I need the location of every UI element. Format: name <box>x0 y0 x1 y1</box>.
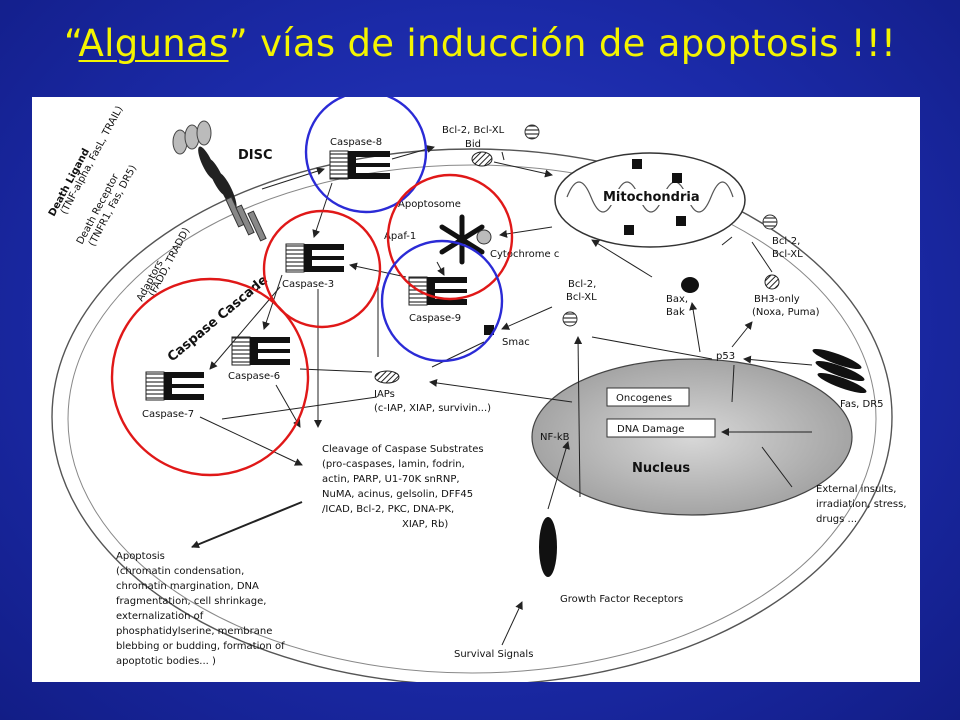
nfkb-label: NF-kB <box>540 432 570 443</box>
survival-signals-label: Survival Signals <box>454 649 533 660</box>
title-rest: vías de inducción de apoptosis !!! <box>248 22 897 65</box>
dna-damage-box <box>606 418 716 438</box>
caspase-6-label: Caspase-6 <box>228 371 280 382</box>
mito-dot-3 <box>624 225 634 235</box>
apoptosis-line-7: blebbing or budding, formation of <box>116 641 285 652</box>
bid-dot <box>471 151 493 167</box>
bax-label: Bax, <box>666 294 688 305</box>
death-ligand-receptor <box>172 120 267 242</box>
diagram-panel: Oncogenes DNA Damage Nucleus NF-kB Mitoc… <box>32 90 920 686</box>
caspase-6-glyph <box>231 336 290 366</box>
mitochondria-label-bg <box>599 189 703 205</box>
growth-factor-receptor <box>539 517 557 577</box>
bcl2-mid-label: Bcl-2, <box>568 279 596 290</box>
cleavage-line-5: /ICAD, Bcl-2, PKC, DNA-PK, <box>322 504 454 515</box>
cleavage-line-3: actin, PARP, U1-70K snRNP, <box>322 474 460 485</box>
bcl2-right-dot <box>762 214 778 230</box>
bcl2-mid-dot <box>562 311 578 327</box>
apoptosis-pathway-diagram: Oncogenes DNA Damage Nucleus NF-kB Mitoc… <box>47 90 907 686</box>
p53-label: p53 <box>716 351 735 362</box>
cytochrome-c-dot <box>476 229 492 245</box>
bcl2-top-dot <box>524 124 540 140</box>
caspase-7-label: Caspase-7 <box>142 409 194 420</box>
apoptosis-line-2: (chromatin condensation, <box>116 566 244 577</box>
cleavage-line-4: NuMA, acinus, gelsolin, DFF45 <box>322 489 473 500</box>
cell-membrane-inner <box>67 164 877 674</box>
mito-dot-1 <box>672 173 682 183</box>
apoptosis-line-8: apoptotic bodies... ) <box>116 656 216 667</box>
caspase-7-glyph <box>145 371 204 401</box>
title-close-quote: ” <box>228 22 249 65</box>
caspase-8-glyph <box>329 150 390 180</box>
bcl2-right-label: Bcl-2, <box>772 236 800 247</box>
smac-square <box>484 325 494 335</box>
caspase-3-glyph <box>285 243 344 273</box>
bh3-only-label: BH3-only <box>754 294 800 305</box>
external-insults-1: External insults, <box>816 484 896 495</box>
highlight-circles <box>110 90 514 477</box>
cleavage-line-6: XIAP, Rb) <box>402 519 448 530</box>
apoptosome-label: Apoptosome <box>398 199 461 210</box>
noxa-puma-label: (Noxa, Puma) <box>752 307 820 318</box>
title-open-quote: “ <box>63 22 79 65</box>
fas-dr5-receptor <box>812 348 867 394</box>
bak-label: Bak <box>666 307 685 318</box>
cleavage-line-1: Cleavage of Caspase Substrates <box>322 444 484 455</box>
nucleus-label: Nucleus <box>632 461 690 476</box>
bclxl-mid-label: Bcl-XL <box>566 292 597 303</box>
apoptosis-line-5: externalization of <box>116 611 204 622</box>
external-insults-2: irradiation, stress, <box>816 499 907 510</box>
mitochondria-cristae <box>566 181 734 213</box>
oncogenes-box <box>606 387 690 407</box>
iaps-label: IAPs <box>374 389 395 400</box>
highlight-apoptosome <box>386 173 514 301</box>
apoptosis-line-6: phosphatidylserine, membrane <box>116 626 272 637</box>
caspase-3-label: Caspase-3 <box>282 279 334 290</box>
highlight-caspase6-7 <box>110 277 310 477</box>
mito-dot-4 <box>676 216 686 226</box>
pathway-arrows <box>191 145 813 646</box>
apoptosis-line-3: chromatin margination, DNA <box>116 581 259 592</box>
caspase-9-label: Caspase-9 <box>409 313 461 324</box>
oncogenes-label: Oncogenes <box>616 393 672 404</box>
bid-label: Bid <box>465 139 481 150</box>
dna-damage-label: DNA Damage <box>617 424 684 435</box>
external-insults-3: drugs ... <box>816 514 857 525</box>
slide-title: “Algunas” vías de inducción de apoptosis… <box>0 22 960 65</box>
cytochrome-c-label: Cytochrome c <box>490 249 559 260</box>
apoptosis-line-4: fragmentation, cell shrinkage, <box>116 596 266 607</box>
title-underlined-word: Algunas <box>78 22 229 65</box>
bclxl-right-label: Bcl-XL <box>772 249 803 260</box>
apoptosome-star-icon <box>439 214 485 265</box>
iaps-list-label: (c-IAP, XIAP, survivin...) <box>374 403 491 414</box>
apaf1-label: Apaf-1 <box>384 231 416 242</box>
caspase-8-label: Caspase-8 <box>330 137 382 148</box>
bh3-dot <box>764 274 780 290</box>
fas-dr5-label: Fas, DR5 <box>840 399 884 410</box>
bcl2-bclxl-top-label: Bcl-2, Bcl-XL <box>442 125 505 136</box>
smac-label: Smac <box>502 337 530 348</box>
highlight-caspase9 <box>380 239 504 363</box>
growth-factor-receptors-label: Growth Factor Receptors <box>560 594 683 605</box>
highlight-caspase3 <box>262 209 382 329</box>
cleavage-line-2: (pro-caspases, lamin, fodrin, <box>322 459 465 470</box>
mitochondria-label: Mitochondria <box>603 190 700 205</box>
bax-bak-dot <box>681 277 699 293</box>
mito-dot-2 <box>632 159 642 169</box>
disc-label: DISC <box>238 148 273 163</box>
apoptosis-line-1: Apoptosis <box>116 551 165 562</box>
iaps-dot <box>374 370 400 384</box>
